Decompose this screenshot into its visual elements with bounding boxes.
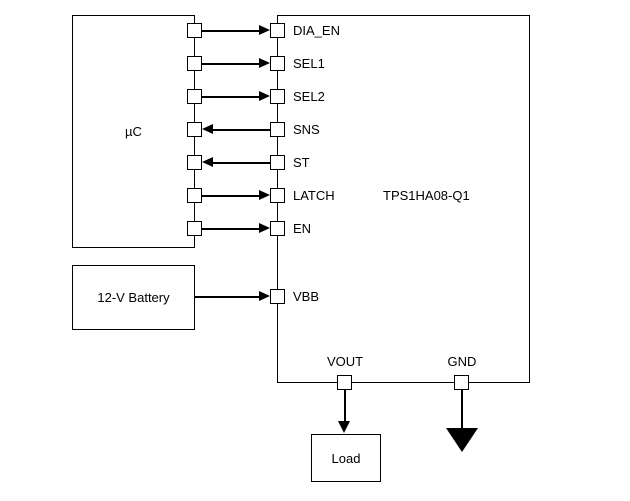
pin-label-en: EN — [293, 221, 312, 236]
mcu-pin-sel2 — [187, 89, 202, 104]
pin-label-st: ST — [293, 155, 310, 170]
pin-label-sel1: SEL1 — [293, 56, 325, 71]
ic-pin-sel2 — [270, 89, 285, 104]
pin-label-sns: SNS — [293, 122, 320, 137]
load-label: Load — [331, 450, 361, 466]
arrow-right-icon — [259, 190, 270, 200]
battery-box: 12-V Battery — [72, 265, 195, 330]
wire-vout — [344, 390, 346, 421]
battery-label: 12-V Battery — [97, 290, 170, 305]
mcu-box: µC — [72, 15, 195, 248]
ic-pin-vout — [337, 375, 352, 390]
ic-pin-en — [270, 221, 285, 236]
mcu-pin-sel1 — [187, 56, 202, 71]
ic-pin-st — [270, 155, 285, 170]
arrow-left-icon — [202, 157, 213, 167]
arrow-right-icon — [259, 91, 270, 101]
arrow-left-icon — [202, 124, 213, 134]
arrow-right-icon — [259, 58, 270, 68]
ic-pin-vbb — [270, 289, 285, 304]
pin-label-sel2: SEL2 — [293, 89, 325, 104]
wire-sns — [213, 129, 270, 131]
ic-pin-sns — [270, 122, 285, 137]
wire-latch — [202, 195, 259, 197]
ic-label: TPS1HA08-Q1 — [383, 188, 470, 203]
ic-pin-latch — [270, 188, 285, 203]
ic-pin-dia-en — [270, 23, 285, 38]
mcu-pin-latch — [187, 188, 202, 203]
mcu-pin-sns — [187, 122, 202, 137]
wire-vbb — [195, 296, 259, 298]
pin-label-vout: VOUT — [326, 354, 364, 369]
wire-dia-en — [202, 30, 259, 32]
arrow-right-icon — [259, 291, 270, 301]
wire-st — [213, 162, 270, 164]
pin-label-vbb: VBB — [293, 289, 320, 304]
pin-label-gnd: GND — [447, 354, 477, 369]
wire-sel1 — [202, 63, 259, 65]
ic-box — [277, 15, 530, 383]
mcu-pin-st — [187, 155, 202, 170]
ic-pin-sel1 — [270, 56, 285, 71]
ground-symbol-icon — [446, 428, 478, 452]
arrow-down-icon — [338, 421, 350, 433]
pin-label-latch: LATCH — [293, 188, 335, 203]
mcu-pin-dia-en — [187, 23, 202, 38]
load-box: Load — [311, 434, 381, 482]
wire-gnd — [461, 390, 463, 428]
arrow-right-icon — [259, 223, 270, 233]
ic-pin-gnd — [454, 375, 469, 390]
pin-label-dia-en: DIA_EN — [293, 23, 340, 38]
wire-en — [202, 228, 259, 230]
wire-sel2 — [202, 96, 259, 98]
mcu-label: µC — [125, 124, 142, 139]
arrow-right-icon — [259, 25, 270, 35]
mcu-pin-en — [187, 221, 202, 236]
